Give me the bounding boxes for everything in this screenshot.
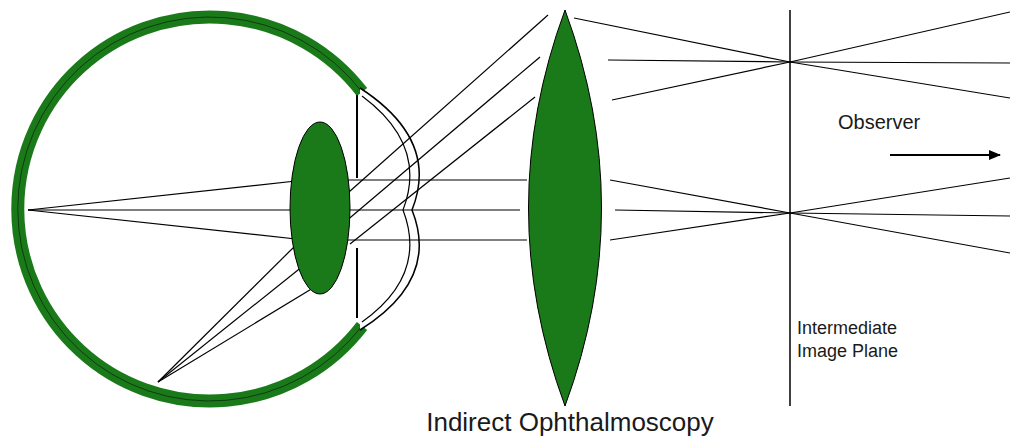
iris bbox=[356, 95, 358, 178]
image-plane bbox=[789, 10, 791, 410]
part-label: Observer bbox=[838, 110, 948, 135]
iris bbox=[356, 248, 358, 318]
condensing-lens bbox=[529, 10, 602, 406]
light-rays bbox=[28, 12, 1010, 382]
part-label: Intermediate Image Plane bbox=[797, 317, 907, 362]
cornea bbox=[360, 88, 419, 330]
eye-wall bbox=[18, 17, 362, 401]
eye-lens bbox=[290, 122, 350, 294]
observer-arrow bbox=[890, 154, 1000, 156]
diagram-caption: Indirect Ophthalmoscopy bbox=[310, 406, 830, 439]
